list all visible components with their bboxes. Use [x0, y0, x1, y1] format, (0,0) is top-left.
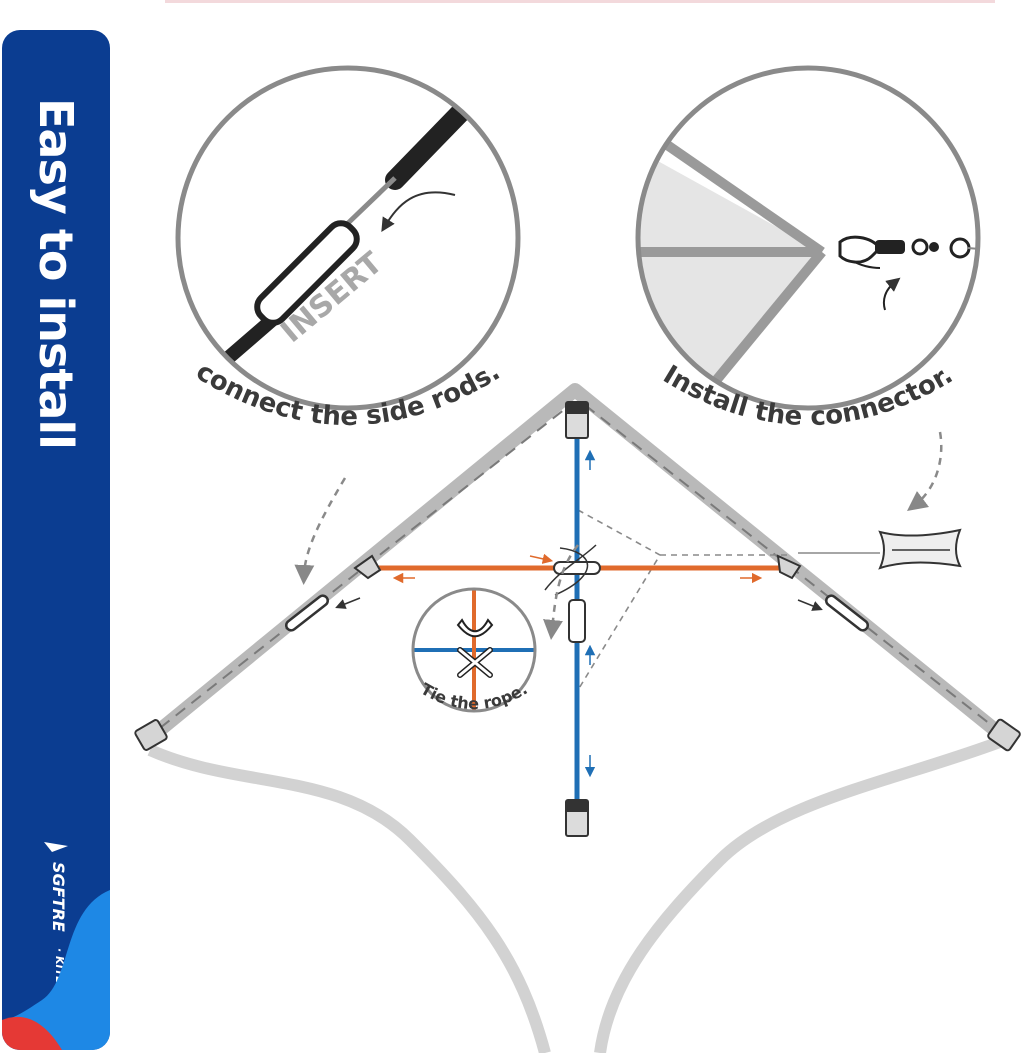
side-banner: Easy to install SGFTRE · KITE [2, 30, 110, 1050]
top-divider [165, 0, 995, 3]
detail-install-connector: Install the connector. [635, 65, 981, 432]
orange-cross-spar [372, 544, 785, 596]
brand-wing-icon [44, 842, 68, 852]
bridle-lines [577, 509, 790, 691]
detail-tie-rope: Tie the rope. [411, 587, 537, 713]
banner-wave-decoration [2, 890, 110, 1050]
line-winder-icon [798, 528, 962, 570]
guide-arrows [294, 431, 943, 640]
detail-connect-rods: INSERT connect the side rods. [175, 65, 521, 432]
side-rod-sleeves [284, 594, 870, 632]
blue-spine [565, 401, 596, 837]
brand-logo: SGFTRE · KITE [42, 840, 78, 990]
kite-tail [147, 734, 1008, 1053]
corner-connectors [134, 554, 1021, 752]
